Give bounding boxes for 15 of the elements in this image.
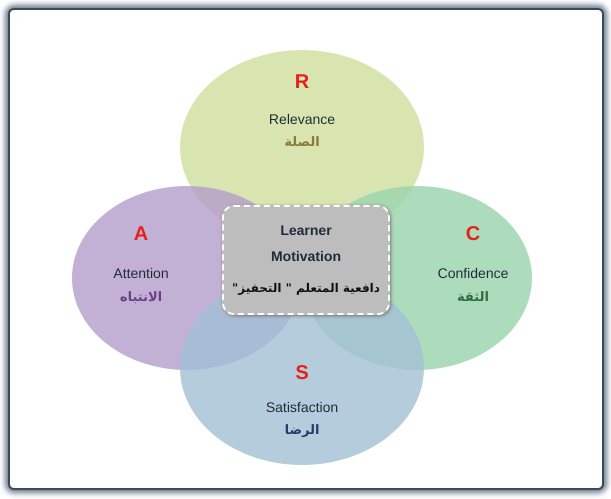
category-letter: S	[295, 362, 309, 384]
arabic-label: الثقة	[457, 290, 489, 305]
term-label: Confidence	[438, 265, 508, 281]
arabic-label: الانتباه	[120, 290, 162, 305]
center-box	[222, 205, 390, 315]
title-label: Learner Motivation	[270, 221, 342, 266]
arabic-label: دافعية المتعلم " التحفيز"	[232, 281, 380, 295]
category-letter: R	[294, 71, 310, 93]
category-letter: A	[134, 223, 148, 245]
term-label: Attention	[113, 265, 169, 281]
term-label: Relevance	[268, 111, 336, 127]
term-label: Satisfaction	[266, 399, 338, 415]
arabic-label: الصلة	[284, 135, 320, 150]
arabic-label: الرضا	[284, 423, 320, 438]
category-letter: C	[466, 223, 480, 245]
